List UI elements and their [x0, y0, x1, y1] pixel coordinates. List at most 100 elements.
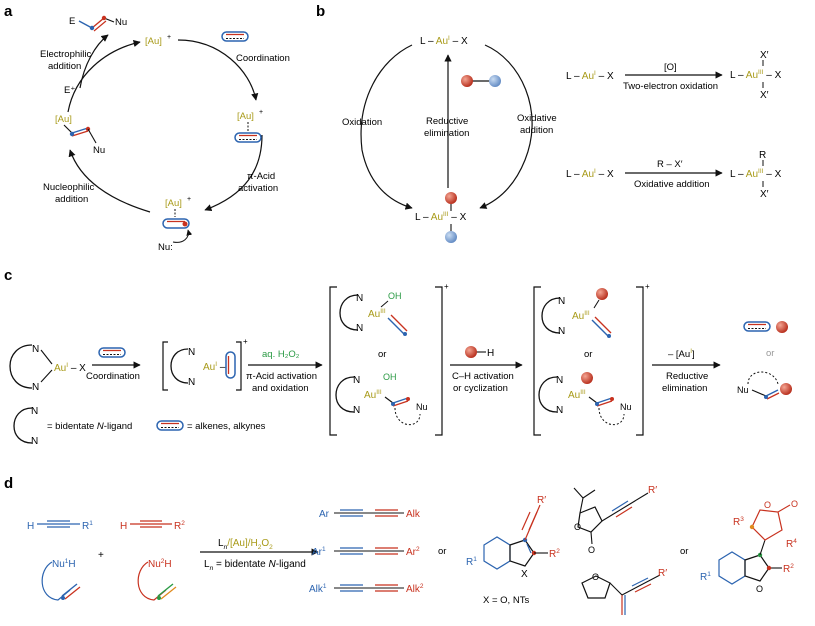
b-reductive-label-1: Reductive	[426, 116, 468, 127]
b-eq1-product: L – AuIII – X	[730, 69, 782, 81]
c-vinyl-6-c	[596, 400, 613, 407]
c-au-x-1: AuI – X	[54, 362, 86, 374]
c-legend-ligand-arc	[13, 407, 33, 444]
d-butenolide-alkyne-a	[601, 492, 649, 522]
c-legend-N-bot: N	[31, 436, 38, 447]
c-tether-4	[394, 407, 421, 425]
c-bracket-1-right	[236, 341, 242, 391]
d-thf-O: O	[592, 572, 599, 582]
d-tether-2-alkyne-a	[157, 583, 174, 597]
d-R2: R2	[174, 520, 185, 532]
c-bracket-2-left	[329, 286, 337, 436]
c-N-top-1: N	[32, 344, 39, 355]
b-eq1-reactant: L – AuI – X	[566, 70, 614, 82]
b-auiii-blue-ball	[445, 231, 457, 243]
d-bf-R2: R2	[783, 563, 794, 575]
product-Nu-label: Nu	[115, 17, 127, 28]
c-ligand-arc-4	[335, 376, 355, 413]
d-bf-furan	[744, 554, 770, 582]
nucleophilic-label-2: addition	[55, 194, 88, 205]
d-bf-orange-dot	[749, 524, 755, 530]
c-product-vinyl-b	[765, 389, 779, 397]
c-alkyne-3-a	[387, 317, 405, 335]
product-bond-2b	[93, 20, 107, 32]
panel-d-letter: d	[4, 475, 13, 492]
vinyl-Nu-label: Nu	[93, 145, 105, 156]
b-reductive-label-2: elimination	[424, 128, 469, 139]
c-pi-acid-label: π-Acid activation	[246, 371, 317, 382]
c-Nu-4: Nu	[416, 402, 428, 412]
activated-red-dot	[182, 221, 188, 227]
c-bracket-3-plus: +	[645, 282, 650, 291]
c-product-vinyl-a	[751, 389, 767, 397]
c-reductive-label: Reductive	[666, 371, 708, 382]
d-butenolide-Rp: R′	[648, 485, 657, 496]
c-au-6: AuIII	[568, 389, 586, 401]
d-cond-line-2: Ln = bidentate N-ligand	[204, 559, 306, 572]
c-alkyne-5-a	[591, 319, 609, 337]
panel-b-letter: b	[316, 3, 325, 20]
c-ligand-arc-1	[9, 344, 33, 389]
b-product-blue	[489, 75, 501, 87]
d-bf-O3: O	[791, 499, 798, 509]
d-furan-ring	[509, 539, 535, 567]
c-bracket-2-right	[435, 286, 443, 436]
product-bond-2	[91, 17, 105, 29]
c-ligand-arc-6	[538, 376, 558, 413]
vinyl-au-bond	[63, 124, 73, 134]
d-or-1: or	[438, 546, 446, 557]
d-R1: R1	[82, 520, 93, 532]
c-product-ball-1	[776, 321, 788, 333]
panel-c: c N N AuI – X Coordination + N N AuI – a…	[4, 267, 792, 447]
c-and-oxidation-label: and oxidation	[252, 383, 309, 394]
activated-alkyne	[162, 218, 190, 229]
d-diyne2-left: Ar1	[312, 546, 326, 558]
d-diyne2-right: Ar2	[406, 546, 420, 558]
nucleophile-approach-arrow	[172, 229, 193, 243]
c-N-4a: N	[353, 375, 360, 386]
c-bracket-3-right	[636, 286, 644, 436]
d-thf-ring	[581, 575, 611, 599]
d-cond-line-1: Ln/[Au]/H2O2	[218, 538, 273, 551]
b-oxadd-label-1: Oxidative	[517, 113, 557, 124]
au-cation-top: [Au]	[145, 36, 162, 47]
b-eq2-xp-bottom: X′	[760, 189, 769, 200]
product-E-label: E	[69, 16, 75, 27]
d-diyne1-left: Ar	[319, 509, 330, 520]
c-vinyl-6-a	[588, 396, 598, 404]
d-thf-Rp: R′	[658, 568, 667, 579]
b-arc-oxidation	[360, 44, 413, 210]
c-product-or: or	[766, 348, 774, 359]
c-bracket-2-plus: +	[444, 282, 449, 291]
panel-b: b L – AuI – X Oxidation Oxidative additi…	[316, 3, 782, 243]
d-bf-co	[777, 504, 791, 513]
activated-au-label: [Au]	[165, 198, 182, 209]
c-vinyl-6-red	[610, 397, 614, 401]
b-arc-oxidative-addition	[479, 44, 533, 209]
c-ligand-arc-2	[170, 348, 189, 384]
d-diyne3-right: Alk2	[406, 583, 424, 595]
vinyl-nu-bond	[87, 128, 97, 144]
cycle-arc-top-right	[177, 39, 259, 101]
alkyne-icon-right	[234, 132, 262, 143]
d-furan-double	[526, 543, 532, 554]
vinyl-alkene-1	[71, 127, 89, 134]
d-thf-alkyne-a	[621, 574, 661, 596]
c-Nu-6: Nu	[620, 402, 632, 412]
c-elimination-label: elimination	[662, 383, 707, 394]
d-H-2: H	[120, 521, 127, 532]
coordination-label: Coordination	[236, 53, 290, 64]
c-ligand-arc-5	[541, 297, 561, 334]
b-eq2-condition: Oxidative addition	[634, 179, 710, 190]
c-ch-label: C–H activation	[452, 371, 514, 382]
c-OH-1: OH	[388, 291, 402, 301]
c-or-1: or	[378, 349, 386, 360]
c-N-4b: N	[353, 405, 360, 416]
c-bracket-1-alkyne	[225, 351, 236, 379]
pi-acid-label-1: π-Acid	[247, 171, 275, 182]
c-vinyl-6-blue	[595, 402, 599, 406]
product-red-dot	[101, 15, 107, 21]
c-legend-bidentate: = bidentate N-ligand	[47, 421, 132, 432]
d-bf-link	[759, 539, 766, 556]
